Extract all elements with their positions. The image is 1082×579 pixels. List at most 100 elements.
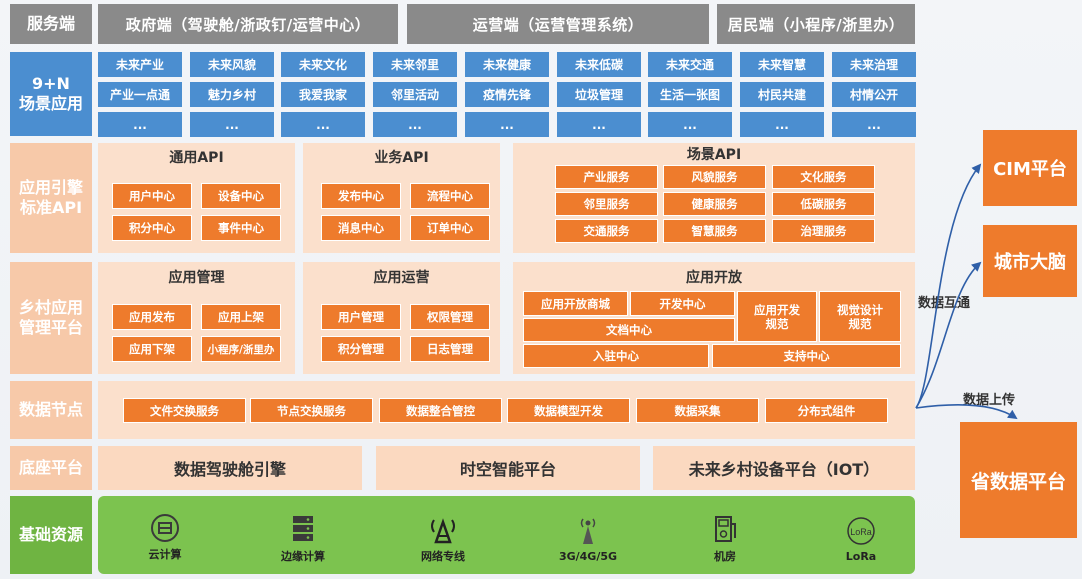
scene-api-item[interactable]: 产业服务 [555, 165, 658, 189]
infra-item-lora: LoRa LoRa [816, 508, 906, 570]
panel-title: 应用运营 [373, 270, 430, 286]
row-label-scenes: 9+N 场景应用 [10, 52, 92, 136]
cim-platform-box[interactable]: CIM平台 [983, 130, 1077, 206]
scene-cell[interactable]: 未来健康 [465, 52, 549, 77]
scene-cell[interactable]: 未来产业 [98, 52, 182, 77]
api-item[interactable]: 消息中心 [321, 215, 401, 241]
infra-item-network: 网络专线 [398, 508, 488, 570]
platform-item[interactable]: 文档中心 [523, 318, 735, 342]
data-node-item[interactable]: 数据整合管控 [379, 398, 502, 423]
scene-cell[interactable]: 垃圾管理 [557, 82, 641, 107]
scene-api-item[interactable]: 智慧服务 [663, 219, 766, 243]
city-brain-box[interactable]: 城市大脑 [983, 225, 1077, 297]
data-node-item[interactable]: 数据模型开发 [507, 398, 630, 423]
province-data-platform-box[interactable]: 省数据平台 [960, 422, 1077, 538]
data-node-item[interactable]: 数据采集 [636, 398, 759, 423]
panel-scene-api: 场景API 产业服务风貌服务文化服务邻里服务健康服务低碳服务交通服务智慧服务治理… [513, 143, 915, 253]
infra-label: 网络专线 [421, 550, 465, 563]
panel-title: 应用管理 [168, 270, 225, 286]
scene-api-item[interactable]: 治理服务 [772, 219, 875, 243]
infra-band: 云计算 边缘计算 网络专线 3G/4G/5G 机房 LoRa LoRa [98, 496, 915, 574]
header-government: 政府端（驾驶舱/浙政钉/运营中心） [98, 4, 398, 44]
platform-item[interactable]: 视觉设计 规范 [819, 291, 901, 342]
scene-api-item[interactable]: 健康服务 [663, 192, 766, 216]
panel-title: 通用API [169, 150, 224, 166]
scene-cell[interactable]: ... [648, 112, 732, 137]
scene-cell[interactable]: ... [98, 112, 182, 137]
scene-cell[interactable]: ... [373, 112, 457, 137]
cell-tower-icon [580, 518, 596, 544]
row-label-data-node: 数据节点 [10, 381, 92, 439]
scene-api-item[interactable]: 文化服务 [772, 165, 875, 189]
data-node-item[interactable]: 节点交换服务 [250, 398, 373, 423]
scene-cell[interactable]: ... [557, 112, 641, 137]
arrow-to-province [915, 404, 1018, 420]
scene-cell[interactable]: ... [465, 112, 549, 137]
scene-api-item[interactable]: 邻里服务 [555, 192, 658, 216]
scene-cell[interactable]: 村民共建 [740, 82, 824, 107]
scene-cell[interactable]: 疫情先锋 [465, 82, 549, 107]
platform-item[interactable]: 日志管理 [410, 336, 490, 362]
infra-label: 机房 [714, 550, 736, 563]
api-item[interactable]: 订单中心 [410, 215, 490, 241]
platform-item[interactable]: 应用发布 [112, 304, 192, 330]
scene-cell[interactable]: 未来交通 [648, 52, 732, 77]
server-rack-icon [293, 516, 313, 541]
foundation-spatiotemporal[interactable]: 时空智能平台 [376, 446, 640, 490]
platform-item[interactable]: 积分管理 [321, 336, 401, 362]
data-center-icon [715, 516, 736, 542]
infra-item-datacenter: 机房 [680, 508, 770, 570]
foundation-data-cockpit[interactable]: 数据驾驶舱引擎 [98, 446, 362, 490]
platform-item[interactable]: 应用下架 [112, 336, 192, 362]
platform-item[interactable]: 入驻中心 [523, 344, 709, 368]
scene-cell[interactable]: 生活一张图 [648, 82, 732, 107]
scene-cell[interactable]: 我爱我家 [281, 82, 365, 107]
platform-item[interactable]: 支持中心 [712, 344, 901, 368]
scene-cell[interactable]: ... [832, 112, 916, 137]
scene-cell[interactable]: 未来文化 [281, 52, 365, 77]
data-node-item[interactable]: 文件交换服务 [123, 398, 246, 423]
scene-cell[interactable]: ... [740, 112, 824, 137]
platform-item[interactable]: 应用开发 规范 [737, 291, 817, 342]
scene-cell[interactable]: ... [190, 112, 274, 137]
data-node-item[interactable]: 分布式组件 [765, 398, 888, 423]
panel-data-node: 文件交换服务节点交换服务数据整合管控数据模型开发数据采集分布式组件 [98, 381, 915, 439]
scene-api-item[interactable]: 风貌服务 [663, 165, 766, 189]
api-item[interactable]: 发布中心 [321, 183, 401, 209]
scene-cell[interactable]: 魅力乡村 [190, 82, 274, 107]
api-item[interactable]: 积分中心 [112, 215, 192, 241]
platform-item[interactable]: 开发中心 [630, 291, 735, 316]
platform-item[interactable]: 应用上架 [201, 304, 281, 330]
platform-item[interactable]: 用户管理 [321, 304, 401, 330]
data-upload-label: 数据上传 [963, 393, 1016, 408]
row-label-api: 应用引擎 标准API [10, 143, 92, 253]
lora-icon: LoRa [847, 516, 875, 545]
api-item[interactable]: 用户中心 [112, 183, 192, 209]
platform-item[interactable]: 应用开放商城 [523, 291, 628, 316]
scene-cell[interactable]: 产业一点通 [98, 82, 182, 107]
scene-cell[interactable]: 邻里活动 [373, 82, 457, 107]
platform-item[interactable]: 小程序/浙里办 [201, 336, 281, 362]
api-item[interactable]: 设备中心 [201, 183, 281, 209]
foundation-iot[interactable]: 未来乡村设备平台（IOT） [653, 446, 915, 490]
scene-cell[interactable]: 未来风貌 [190, 52, 274, 77]
scene-api-item[interactable]: 低碳服务 [772, 192, 875, 216]
svg-text:LoRa: LoRa [850, 527, 872, 537]
infra-item-cellular: 3G/4G/5G [543, 508, 633, 570]
scene-cell[interactable]: 未来低碳 [557, 52, 641, 77]
scene-cell[interactable]: 未来治理 [832, 52, 916, 77]
network-antenna-icon [431, 518, 455, 544]
api-item[interactable]: 流程中心 [410, 183, 490, 209]
scene-cell[interactable]: 未来邻里 [373, 52, 457, 77]
panel-title: 应用开放 [686, 270, 742, 286]
scene-cell[interactable]: 村情公开 [832, 82, 916, 107]
panel-app-ops: 应用运营 用户管理 权限管理 积分管理 日志管理 [303, 262, 500, 374]
panel-title: 场景API [686, 147, 742, 163]
scene-cell[interactable]: ... [281, 112, 365, 137]
scene-api-item[interactable]: 交通服务 [555, 219, 658, 243]
api-item[interactable]: 事件中心 [201, 215, 281, 241]
panel-business-api: 业务API 发布中心 流程中心 消息中心 订单中心 [303, 143, 500, 253]
arrow-to-cim [915, 163, 982, 409]
scene-cell[interactable]: 未来智慧 [740, 52, 824, 77]
platform-item[interactable]: 权限管理 [410, 304, 490, 330]
